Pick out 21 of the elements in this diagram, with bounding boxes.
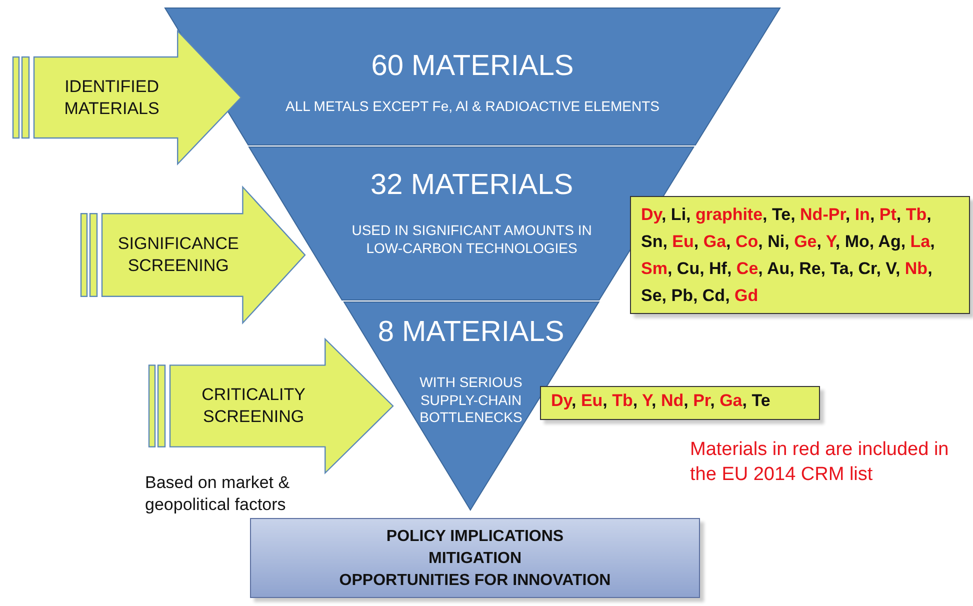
stage-label: CRITICALITY SCREENING bbox=[200, 384, 306, 428]
element-list: Dy, Eu, Tb, Y, Nd, Pr, Ga, Te bbox=[551, 391, 809, 411]
outcome-text: MITIGATION bbox=[427, 549, 523, 569]
stage-banner bbox=[80, 186, 306, 324]
stage-description: ALL METALS EXCEPT Fe, Al & RADIOACTIVE ELEMENTS bbox=[284, 98, 660, 116]
funnel-band bbox=[165, 8, 780, 145]
stage-description: WITH SERIOUS SUPPLY-CHAIN BOTTLENECKS bbox=[418, 374, 524, 426]
outcome-text: OPPORTUNITIES FOR INNOVATION bbox=[338, 571, 612, 591]
element-list: Dy, Li, graphite, Te, Nd-Pr, In, Pt, Tb, Sn, Eu, Ga, Co, Ni, Ge, Y, Mo, Ag, La, Sm, Cu, Hf, Ce, Au, Re, Ta, Cr, V, Nb, Se, Pb, Cd, Gd bbox=[641, 201, 959, 309]
stage-banner bbox=[12, 30, 242, 165]
outcome-box bbox=[250, 518, 700, 598]
stage-heading: 8 MATERIALS bbox=[376, 315, 566, 350]
element-list-box bbox=[540, 386, 820, 420]
stage-label: SIGNIFICANCE SCREENING bbox=[116, 233, 240, 277]
note-text: Based on market & geopolitical factors bbox=[145, 472, 291, 516]
note-text: Materials in red are included in the EU 2014 CRM list bbox=[690, 438, 950, 487]
stage-heading: 32 MATERIALS bbox=[370, 168, 574, 203]
stage-label: IDENTIFIED MATERIALS bbox=[63, 76, 160, 120]
outcome-text: POLICY IMPLICATIONS bbox=[385, 527, 565, 547]
stage-heading: 60 MATERIALS bbox=[370, 49, 575, 84]
stage-description: USED IN SIGNIFICANT AMOUNTS IN LOW-CARBON TECHNOLOGIES bbox=[350, 222, 593, 257]
